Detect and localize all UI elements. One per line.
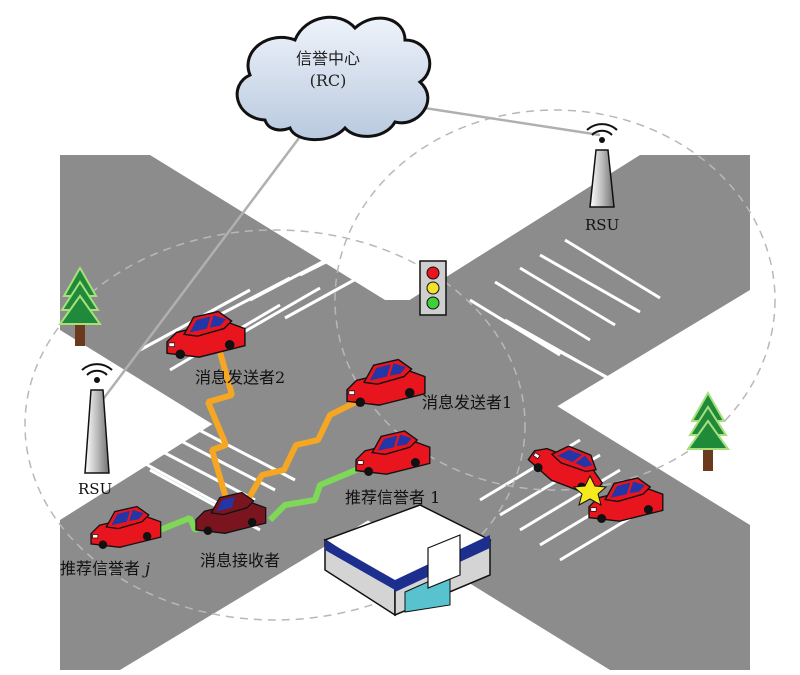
recommender-j-index: j [145,559,151,578]
tree-right [687,392,729,472]
backbone-links [94,103,601,411]
rsu-left [81,363,113,474]
sender1-label: 消息发送者1 [422,393,513,412]
reputation-center-cloud [235,15,432,142]
recommender-j-label: 推荐信誉者 j [60,561,150,577]
signal-recommender1-receiver [267,462,370,523]
recommender1-label: 推荐信誉者 1 [345,488,441,507]
signal-sender2-receiver [205,344,235,506]
accident-scene [524,426,664,524]
coverage-circle-left [24,229,526,621]
cloud-title-line2: (RC) [309,70,347,90]
coverage-circle-right [334,109,776,491]
rsu-coverage [24,109,776,621]
cloud-title-line1: 信誉中心 [295,49,360,68]
building [323,504,492,617]
collision-star-icon [572,474,608,507]
rsu-right [586,123,618,208]
traffic-light [419,260,447,316]
rsu-left-label: RSU [78,480,113,498]
recommender-j-text: 推荐信誉者 [60,559,146,578]
wireless-signals [158,344,370,533]
link-rc-rsu-right [404,103,601,137]
link-rc-rsu-left [94,129,306,411]
sender2-label: 消息发送者2 [195,368,286,387]
receiver-label: 消息接收者 [200,551,281,570]
cloud-title: 信誉中心 (RC) [258,48,398,91]
rsu-right-label: RSU [585,216,620,234]
signal-sender1-receiver [242,397,362,507]
vehicle-receiver [195,491,267,535]
